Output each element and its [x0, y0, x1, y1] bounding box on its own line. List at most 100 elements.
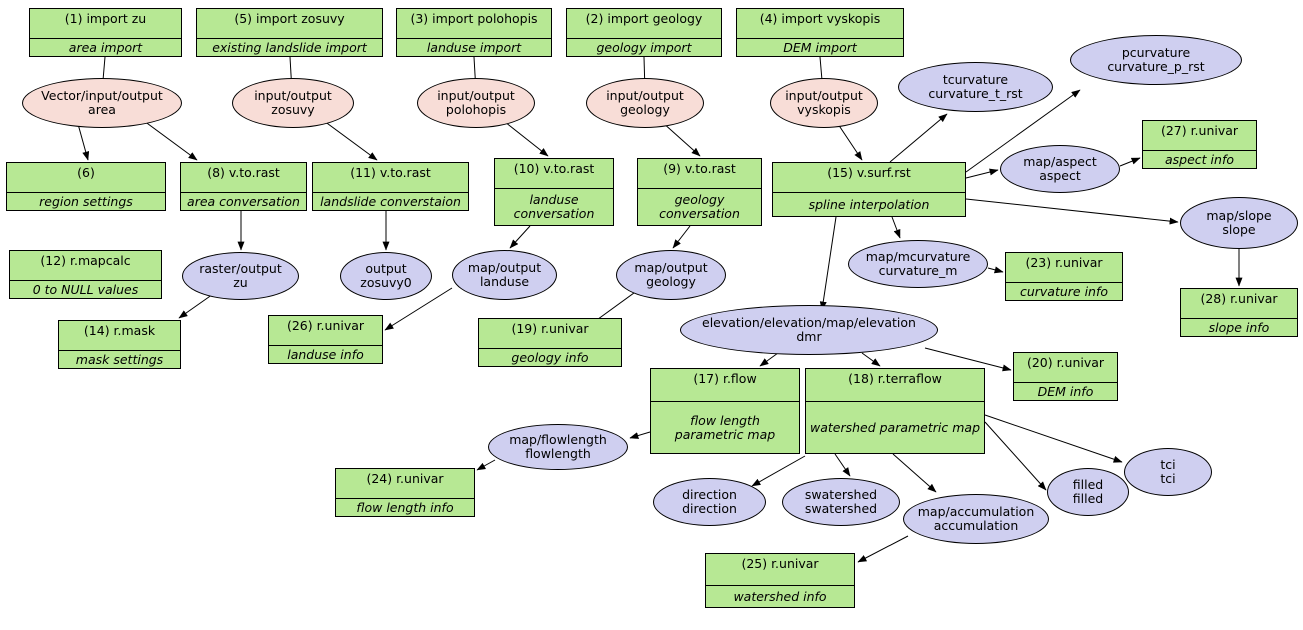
process-node-header: (27) r.univar	[1143, 121, 1256, 151]
edge-d_polohopis-to-n10	[504, 121, 549, 157]
process-node-header: (12) r.mapcalc	[10, 251, 161, 281]
process-node-subtitle: spline interpolation	[808, 196, 930, 212]
process-node-subtitle: landuse conversation	[513, 192, 595, 221]
process-node-subtitle: geology conversation	[659, 192, 740, 221]
process-node-subtitle: geology import	[596, 40, 692, 55]
data-node-label-line1: Vector/input/output	[41, 88, 163, 103]
data-node-label-line2: polohopis	[445, 102, 507, 117]
data-node-label-line2: aspect	[1039, 168, 1081, 183]
edge-n18-to-d_direction	[751, 455, 806, 487]
edge-d_vyskopis-to-n15	[837, 123, 863, 161]
edge-d_geology-to-n9	[661, 121, 701, 157]
process-node-header: (18) r.terraflow	[806, 369, 984, 402]
process-node-header: (25) r.univar	[706, 554, 854, 586]
data-node-label-line1: input/output	[606, 88, 684, 103]
data-node-label-line2: area	[88, 102, 116, 117]
data-node-label-line2: slope	[1222, 222, 1256, 237]
edge-n17-to-d_flowlength	[629, 431, 651, 439]
data-node-label-line2: curvature_t_rst	[928, 86, 1023, 101]
process-node-subtitle: slope info	[1208, 320, 1270, 335]
data-node-label-line2: curvature_m	[878, 263, 958, 278]
data-node-label-line2: vyskopis	[797, 102, 851, 117]
edge-n18-to-d_filled	[984, 421, 1047, 491]
data-node-label-line1: map/output	[467, 260, 542, 275]
process-node-subtitle: mask settings	[75, 352, 164, 367]
process-node-header: (26) r.univar	[269, 316, 382, 346]
process-node-subtitle: area conversation	[187, 194, 300, 209]
data-node-label-line1: input/output	[437, 88, 515, 103]
data-node-label-line2: zosuvy	[271, 102, 315, 117]
process-node-header: (3) import polohopis	[397, 9, 551, 39]
edge-d_aspect-to-n27	[1119, 157, 1141, 167]
process-node-subtitle: landuse info	[287, 347, 364, 362]
data-node-label-line1: elevation/elevation/map/elevation	[702, 315, 916, 330]
process-node[interactable]: (6)region settings	[6, 162, 166, 211]
edge-n10-to-d_landuse	[509, 225, 531, 249]
process-node-header: (5) import zosuvy	[197, 9, 382, 39]
data-node-label-line1: map/flowlength	[509, 432, 607, 447]
process-node-header: (15) v.surf.rst	[773, 163, 965, 193]
process-node-header: (14) r.mask	[59, 321, 180, 351]
edge-n18-to-d_tci	[984, 414, 1123, 463]
data-node-label-line1: input/output	[785, 88, 863, 103]
process-node[interactable]: (15) v.surf.rst spline interpolation	[772, 162, 966, 217]
process-node-header: (19) r.univar	[479, 319, 621, 349]
process-node-subtitle: flow length info	[356, 500, 454, 515]
process-node-subtitle: existing landslide import	[212, 40, 367, 55]
